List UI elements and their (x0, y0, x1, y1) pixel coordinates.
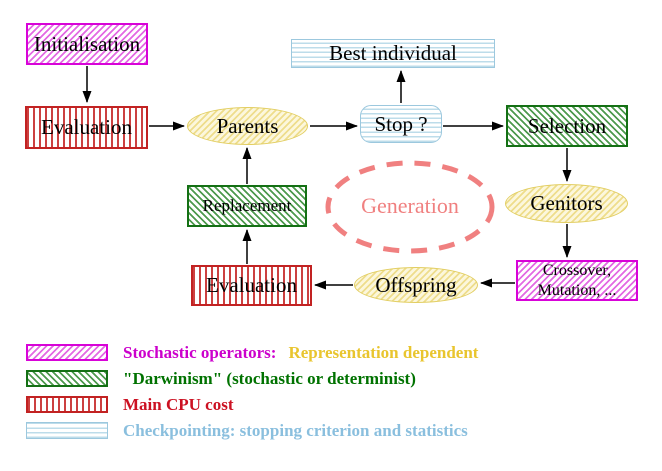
legend-label-representation-dependent: Representation dependent (288, 342, 479, 362)
node-genitors: Genitors (505, 184, 628, 223)
node-selection-label: Selection (527, 113, 607, 138)
legend-label-stochastic: Stochastic operators: (123, 342, 277, 362)
legend-swatch-cpu-cost (26, 396, 108, 413)
legend-swatch-darwinism (26, 370, 108, 387)
node-stop-label: Stop ? (374, 111, 428, 136)
node-initialisation-label: Initialisation (33, 31, 141, 56)
node-evaluation-bottom: Evaluation (191, 265, 312, 306)
node-crossover-mutation: Crossover, Mutation, ... (516, 260, 638, 301)
crossover-line2: Mutation, ... (537, 281, 617, 299)
node-selection: Selection (506, 105, 628, 147)
node-best-individual-label: Best individual (329, 41, 457, 66)
node-evaluation-top-label: Evaluation (41, 115, 132, 140)
node-initialisation: Initialisation (26, 23, 148, 65)
node-replacement: Replacement (187, 185, 307, 227)
legend-row-checkpointing: Checkpointing: stopping criterion and st… (26, 420, 478, 440)
node-replacement-label: Replacement (202, 196, 292, 216)
generation-label: Generation (361, 193, 459, 218)
legend: Stochastic operators: Representation dep… (26, 342, 479, 440)
node-crossover-mutation-label: Crossover, Mutation, ... (538, 261, 617, 299)
legend-row-cpu-cost: Main CPU cost (26, 394, 478, 414)
legend-swatch-checkpointing (26, 422, 108, 439)
crossover-line1: Crossover, (542, 262, 612, 280)
node-parents-label: Parents (216, 113, 279, 138)
node-stop: Stop ? (360, 105, 442, 143)
node-best-individual: Best individual (291, 39, 495, 68)
legend-row-stochastic: Stochastic operators: Representation dep… (26, 342, 479, 362)
node-offspring-label: Offspring (375, 272, 457, 297)
legend-label-darwinism: "Darwinism" (stochastic or determinist) (123, 368, 416, 388)
node-offspring: Offspring (354, 267, 478, 303)
legend-row-darwinism: "Darwinism" (stochastic or determinist) (26, 368, 478, 388)
node-evaluation-top: Evaluation (25, 106, 148, 149)
node-evaluation-bottom-label: Evaluation (206, 273, 297, 298)
node-genitors-label: Genitors (530, 191, 603, 216)
legend-label-cpu-cost: Main CPU cost (123, 394, 234, 414)
node-parents: Parents (187, 107, 308, 145)
legend-label-checkpointing: Checkpointing: stopping criterion and st… (123, 420, 468, 440)
legend-swatch-stochastic-operators (26, 344, 108, 361)
generation-cycle-ellipse (325, 160, 495, 254)
